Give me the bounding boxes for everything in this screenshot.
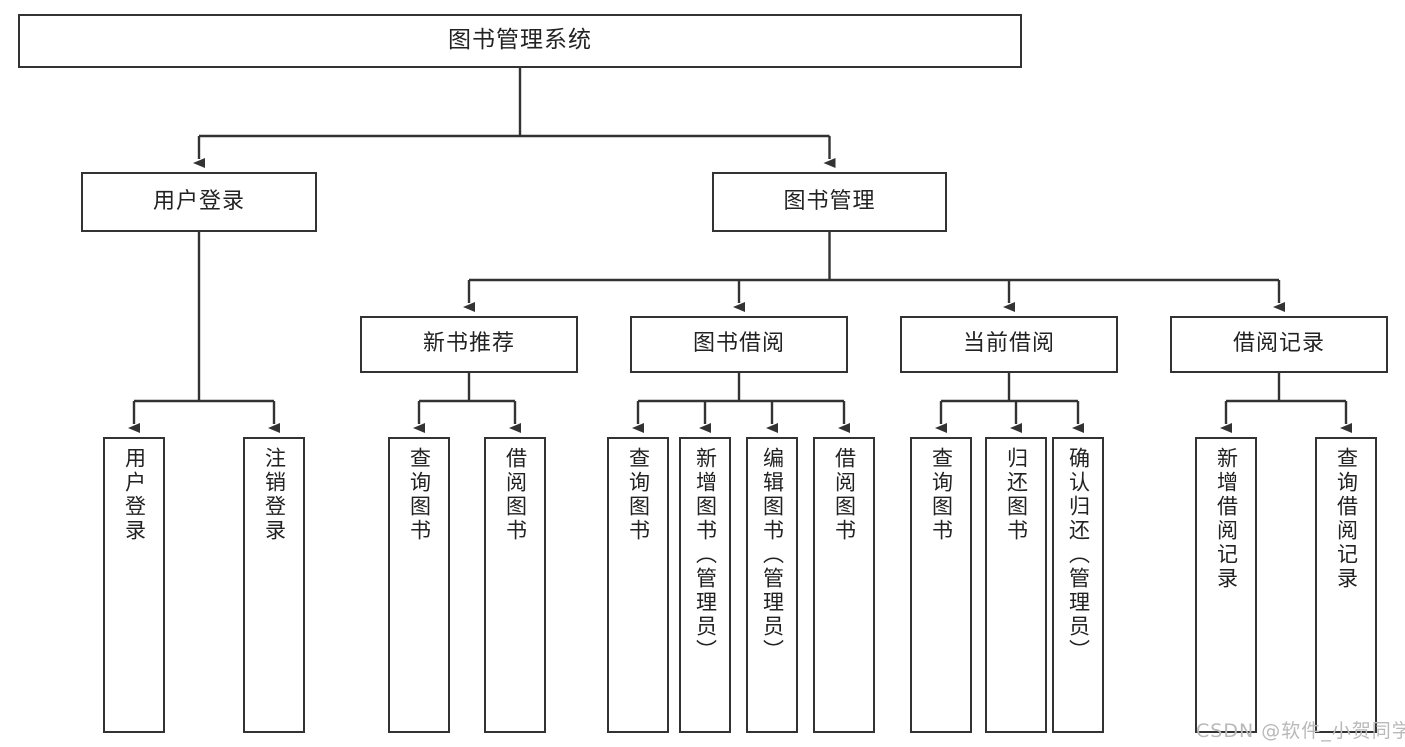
node-label: 图书管理: [783, 188, 876, 214]
node-label: 新增借阅记录: [1214, 447, 1239, 591]
node-label: 新增图书（管理员）: [693, 447, 718, 663]
node-leaf-add-borrow-record[interactable]: 新增借阅记录: [1195, 437, 1257, 733]
node-leaf-add-book[interactable]: 新增图书（管理员）: [679, 437, 731, 733]
node-label: 用户登录: [152, 188, 245, 214]
node-leaf-query-book-1[interactable]: 查询图书: [388, 437, 450, 733]
node-book-manage[interactable]: 图书管理: [712, 172, 947, 232]
node-new-book-recommend[interactable]: 新书推荐: [360, 316, 578, 373]
node-label: 用户登录: [122, 447, 147, 543]
node-leaf-user-login[interactable]: 用户登录: [103, 437, 165, 733]
node-leaf-query-book-3[interactable]: 查询图书: [910, 437, 972, 733]
node-borrow-record[interactable]: 借阅记录: [1170, 316, 1388, 373]
node-book-borrow[interactable]: 图书借阅: [630, 316, 848, 373]
node-label: 图书借阅: [692, 331, 785, 357]
node-leaf-borrow-book-1[interactable]: 借阅图书: [484, 437, 546, 733]
node-label: 新书推荐: [422, 331, 515, 357]
node-leaf-return-book[interactable]: 归还图书: [985, 437, 1047, 733]
node-label: 查询图书: [407, 447, 432, 543]
node-leaf-borrow-book-2[interactable]: 借阅图书: [813, 437, 875, 733]
node-label: 查询借阅记录: [1334, 447, 1359, 591]
node-label: 当前借阅: [962, 331, 1055, 357]
node-leaf-edit-book[interactable]: 编辑图书（管理员）: [746, 437, 798, 733]
csdn-watermark: CSDN @软件_小贺同学: [1196, 720, 1405, 742]
node-label: 编辑图书（管理员）: [760, 447, 785, 663]
node-label: 确认归还（管理员）: [1066, 447, 1091, 663]
node-label: 查询图书: [626, 447, 651, 543]
node-label: 查询图书: [929, 447, 954, 543]
node-label: 借阅图书: [832, 447, 857, 543]
node-label: 借阅图书: [503, 447, 528, 543]
node-leaf-query-book-2[interactable]: 查询图书: [607, 437, 669, 733]
node-label: 注销登录: [262, 447, 287, 543]
node-leaf-confirm-return[interactable]: 确认归还（管理员）: [1052, 437, 1104, 733]
node-root[interactable]: 图书管理系统: [18, 14, 1022, 68]
node-current-borrow[interactable]: 当前借阅: [900, 316, 1118, 373]
node-leaf-query-borrow-record[interactable]: 查询借阅记录: [1315, 437, 1377, 733]
node-label: 借阅记录: [1232, 331, 1325, 357]
node-label: 图书管理系统: [448, 27, 592, 54]
node-user-login[interactable]: 用户登录: [81, 172, 317, 232]
node-label: 归还图书: [1004, 447, 1029, 543]
node-leaf-user-logout[interactable]: 注销登录: [243, 437, 305, 733]
